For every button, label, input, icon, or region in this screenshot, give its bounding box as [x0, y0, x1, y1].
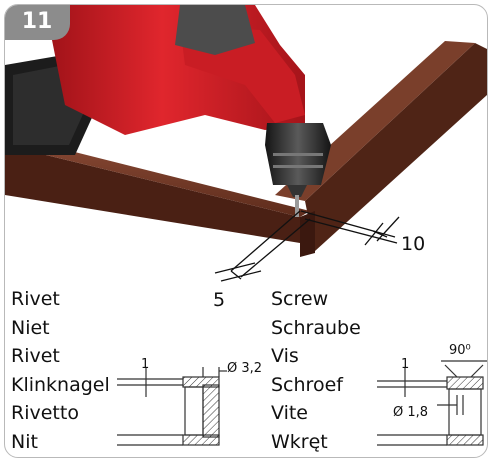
- rivet-name-nl: Niet: [11, 316, 50, 339]
- screw-thickness-label: 1: [401, 357, 410, 372]
- rivet-cross-section: [117, 367, 227, 446]
- dimension-10: [300, 210, 400, 246]
- fastener-cross-sections: [117, 360, 487, 446]
- screw-cross-section: [377, 360, 487, 446]
- step-number-badge: 11: [5, 5, 70, 40]
- rivet-name-list: Rivet Niet Rivet Klinknagel Rivetto Nit: [11, 285, 110, 456]
- screw-diameter-label: Ø 1,8: [393, 405, 429, 420]
- frame-corner-face: [300, 211, 315, 257]
- instruction-panel: 5 10 11 Rivet Niet Rivet Klinknagel Rive…: [4, 4, 488, 458]
- rivet-name-it: Rivetto: [11, 402, 79, 424]
- frame-bar-left: [5, 137, 310, 243]
- dimension-label-10: 10: [401, 233, 426, 255]
- dimension-5: [214, 210, 311, 282]
- rivet-diameter-label: Ø 3,2: [227, 361, 263, 376]
- screw-name-pl: Wkręt: [271, 430, 328, 453]
- drill-frame-illustration: [5, 5, 487, 282]
- rivet-name-nl-alt: Klinknagel: [11, 373, 110, 396]
- rivet-name-pl: Nit: [11, 430, 38, 453]
- rivet-thickness-label: 1: [141, 357, 150, 372]
- screw-name-fr: Vis: [271, 345, 299, 367]
- screw-name-list: Screw Schraube Vis Schroef Vite Wkręt: [271, 285, 361, 456]
- screw-name-nl: Schroef: [271, 373, 343, 396]
- rivet-name-fr: Rivet: [11, 345, 60, 367]
- rivet-name-en: Rivet: [11, 288, 60, 310]
- dimension-label-5: 5: [213, 289, 226, 311]
- drill-icon: [5, 5, 331, 217]
- screw-name-de: Schraube: [271, 316, 361, 339]
- screw-angle-label: 90⁰: [449, 343, 471, 358]
- screw-name-it: Vite: [271, 402, 308, 424]
- screw-name-en: Screw: [271, 288, 329, 310]
